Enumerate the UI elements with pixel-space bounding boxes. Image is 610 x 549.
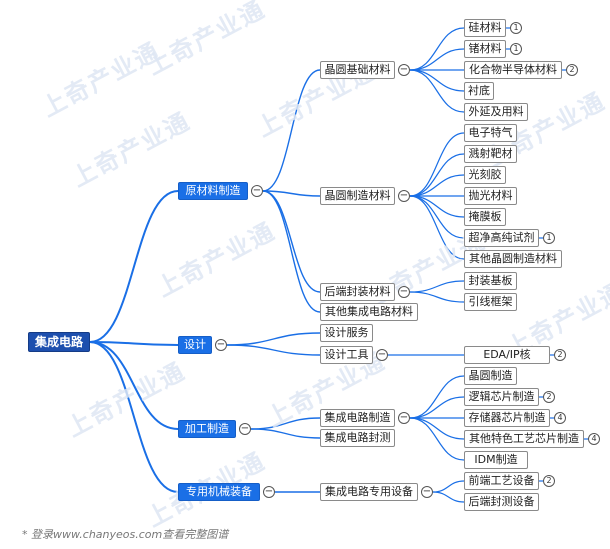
connector-line: [409, 280, 465, 293]
connector-line: [89, 341, 179, 493]
footer-note: * 登录www.chanyeos.com查看完整图谱: [22, 528, 229, 541]
subcategory-node[interactable]: 集成电路专用设备: [320, 483, 418, 501]
category-node[interactable]: 专用机械装备: [178, 483, 260, 501]
leaf-node[interactable]: 前端工艺设备: [464, 472, 539, 490]
connector-line: [409, 132, 465, 197]
leaf-node[interactable]: 存储器芯片制造: [464, 409, 550, 427]
subcategory-node[interactable]: 集成电路制造: [320, 409, 395, 427]
leaf-node[interactable]: 抛光材料: [464, 187, 517, 205]
leaf-node[interactable]: 逻辑芯片制造: [464, 388, 539, 406]
connector-line: [409, 291, 465, 303]
leaf-node[interactable]: 掩膜板: [464, 208, 506, 226]
subcategory-node[interactable]: 晶圆基础材料: [320, 61, 395, 79]
category-node[interactable]: 设计: [178, 336, 212, 354]
count-badge[interactable]: 4: [554, 412, 566, 424]
connector-line: [89, 341, 179, 430]
connector-line: [262, 69, 321, 192]
count-badge[interactable]: 1: [510, 43, 522, 55]
count-badge[interactable]: 2: [554, 349, 566, 361]
leaf-node[interactable]: 封装基板: [464, 272, 517, 290]
collapse-toggle[interactable]: −: [398, 190, 410, 202]
count-badge[interactable]: 1: [543, 232, 555, 244]
subcategory-node[interactable]: 设计工具: [320, 346, 373, 364]
connector-line: [409, 174, 465, 197]
subcategory-node[interactable]: 设计服务: [320, 324, 373, 342]
connector-line: [250, 428, 321, 439]
leaf-node[interactable]: 溅射靶材: [464, 145, 517, 163]
connector-line: [409, 417, 465, 440]
leaf-node[interactable]: 电子特气: [464, 124, 517, 142]
count-badge[interactable]: 4: [588, 433, 600, 445]
collapse-toggle[interactable]: −: [421, 486, 433, 498]
leaf-node[interactable]: 晶圆制造: [464, 367, 517, 385]
connector-line: [409, 27, 465, 71]
leaf-node[interactable]: 锗材料: [464, 40, 506, 58]
leaf-node[interactable]: 硅材料: [464, 19, 506, 37]
connector-line: [409, 48, 465, 71]
collapse-toggle[interactable]: −: [398, 64, 410, 76]
connector-line: [432, 491, 465, 503]
connector-line: [409, 195, 465, 260]
collapse-toggle[interactable]: −: [215, 339, 227, 351]
count-badge[interactable]: 2: [543, 475, 555, 487]
connector-line: [409, 375, 465, 419]
root-node[interactable]: 集成电路: [28, 332, 90, 352]
leaf-node[interactable]: EDA/IP核: [464, 346, 550, 364]
leaf-node[interactable]: 其他特色工艺芯片制造: [464, 430, 584, 448]
subcategory-node[interactable]: 晶圆制造材料: [320, 187, 395, 205]
connector-line: [409, 417, 465, 461]
leaf-node[interactable]: 超净高纯试剂: [464, 229, 539, 247]
subcategory-node[interactable]: 其他集成电路材料: [320, 303, 418, 321]
count-badge[interactable]: 1: [510, 22, 522, 34]
count-badge[interactable]: 2: [566, 64, 578, 76]
collapse-toggle[interactable]: −: [376, 349, 388, 361]
connector-line: [226, 332, 321, 346]
leaf-node[interactable]: 其他晶圆制造材料: [464, 250, 562, 268]
leaf-node[interactable]: 外延及用料: [464, 103, 528, 121]
leaf-node[interactable]: IDM制造: [464, 451, 528, 469]
collapse-toggle[interactable]: −: [263, 486, 275, 498]
collapse-toggle[interactable]: −: [398, 286, 410, 298]
leaf-node[interactable]: 后端封测设备: [464, 493, 539, 511]
connector-line: [89, 190, 179, 343]
connector-line: [89, 341, 179, 346]
connector-line: [409, 195, 465, 218]
leaf-node[interactable]: 引线框架: [464, 293, 517, 311]
leaf-node[interactable]: 光刻胶: [464, 166, 506, 184]
connector-line: [262, 190, 321, 197]
leaf-node[interactable]: 衬底: [464, 82, 494, 100]
connector-line: [432, 480, 465, 493]
collapse-toggle[interactable]: −: [251, 185, 263, 197]
connector-line: [262, 190, 321, 313]
connector-line: [226, 344, 321, 356]
subcategory-node[interactable]: 后端封装材料: [320, 283, 395, 301]
category-node[interactable]: 加工制造: [178, 420, 236, 438]
category-node[interactable]: 原材料制造: [178, 182, 248, 200]
leaf-node[interactable]: 化合物半导体材料: [464, 61, 562, 79]
collapse-toggle[interactable]: −: [398, 412, 410, 424]
connector-line: [409, 153, 465, 197]
connector-line: [409, 396, 465, 419]
subcategory-node[interactable]: 集成电路封测: [320, 429, 395, 447]
connector-line: [409, 69, 465, 92]
connector-line: [409, 69, 465, 113]
collapse-toggle[interactable]: −: [239, 423, 251, 435]
count-badge[interactable]: 2: [543, 391, 555, 403]
